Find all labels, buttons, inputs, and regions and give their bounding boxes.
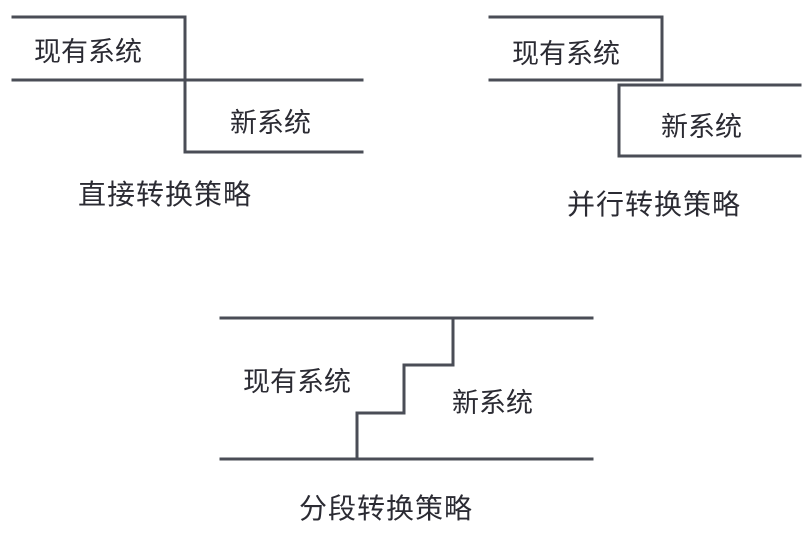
direct-strategy-caption: 直接转换策略 <box>78 178 252 211</box>
phased-new-system-label: 新系统 <box>452 388 533 419</box>
direct-new-system-label: 新系统 <box>230 108 311 139</box>
parallel-new-system-label: 新系统 <box>661 112 742 143</box>
phased-staircase-divider <box>355 316 455 461</box>
parallel-new-system-box <box>617 83 802 158</box>
phased-conversion-panel: 现有系统 新系统 分段转换策略 <box>219 316 594 525</box>
parallel-conversion-panel: 现有系统 新系统 并行转换策略 <box>488 15 802 221</box>
phased-strategy-caption: 分段转换策略 <box>299 492 473 525</box>
parallel-old-system-label: 现有系统 <box>512 39 620 70</box>
parallel-strategy-caption: 并行转换策略 <box>567 188 741 221</box>
direct-conversion-panel: 现有系统 新系统 直接转换策略 <box>11 15 364 211</box>
direct-old-system-label: 现有系统 <box>34 37 142 68</box>
direct-new-system-box <box>183 78 364 154</box>
phased-old-system-label: 现有系统 <box>243 367 351 398</box>
parallel-old-system-box <box>488 15 664 82</box>
